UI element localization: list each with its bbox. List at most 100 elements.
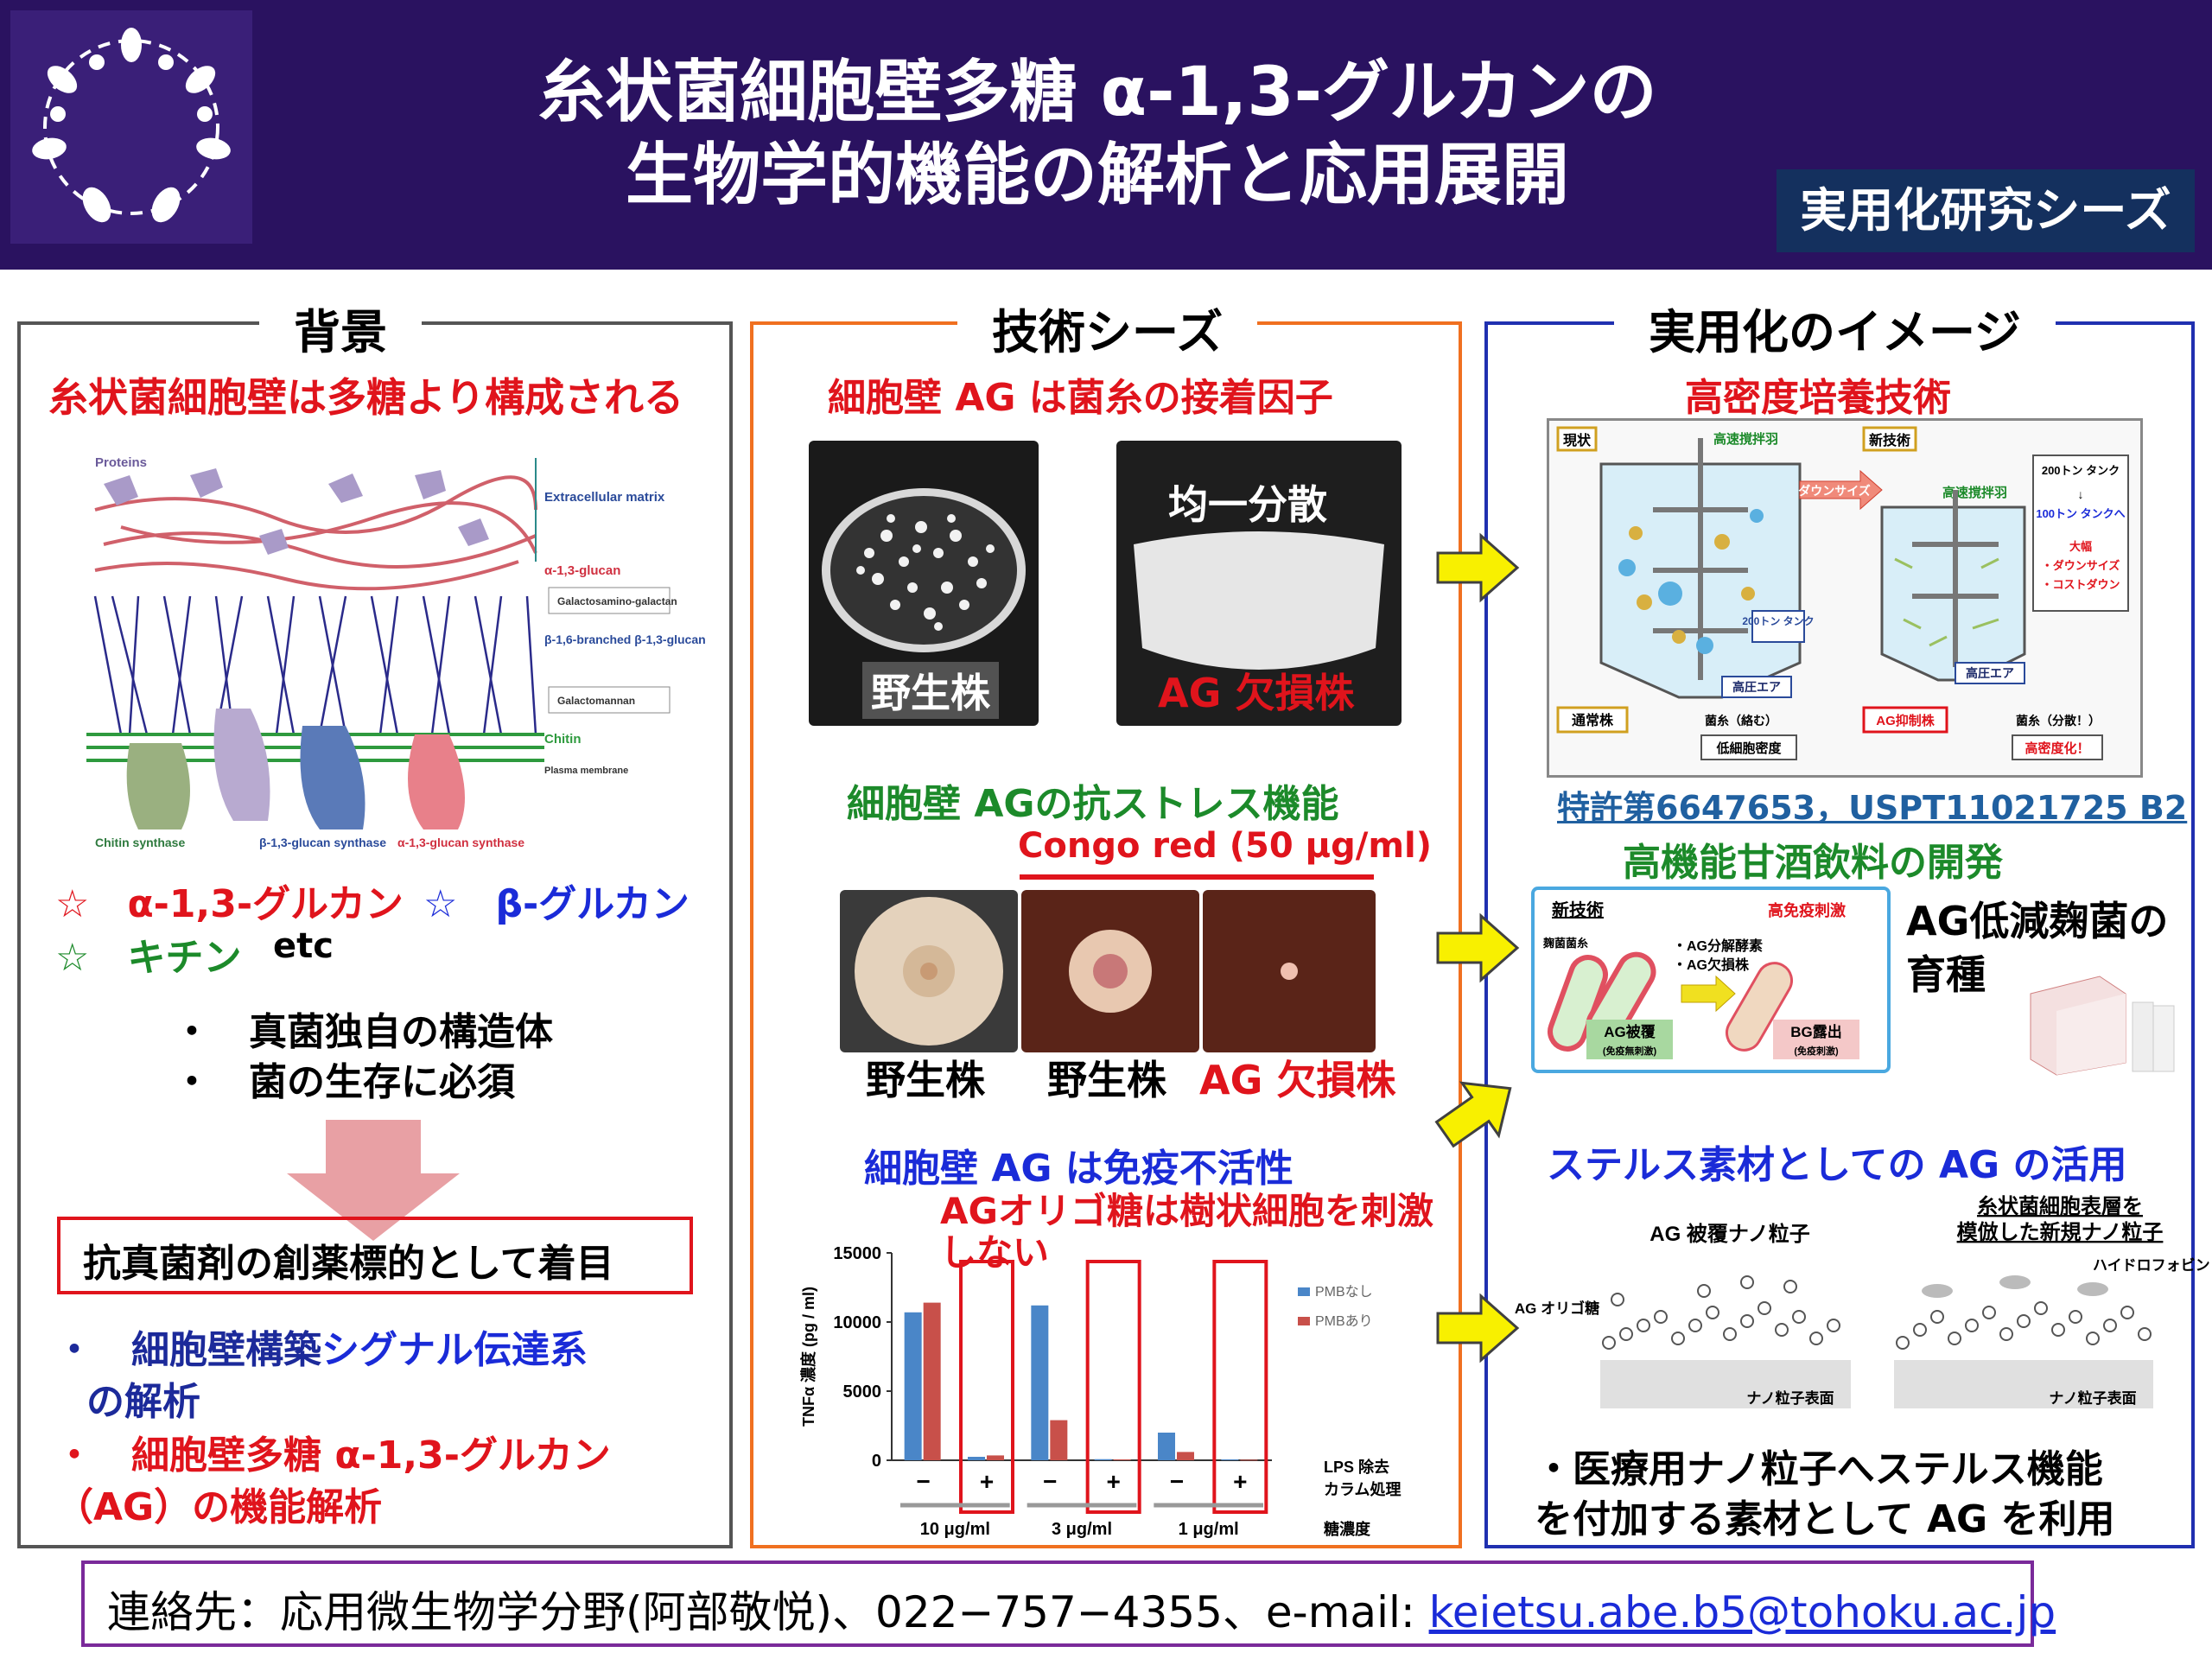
np-ag-oligo: AG オリゴ糖 [1515,1300,1599,1317]
title-line-1: 糸状菌細胞壁多糖 α-1,3-グルカンの [537,54,1657,131]
chart-lps-label: + [1233,1468,1247,1495]
label-alpha-synthase: α-1,3-glucan synthase [397,836,524,849]
chart-bar [1177,1452,1194,1460]
note-100t: 100トン タンクへ [2036,507,2125,520]
item1-line2: の解析 [86,1380,200,1424]
practical-section3-title: ステルス素材としての AG の活用 [1547,1143,2127,1187]
label-tangled: 菌糸（絡む） [1705,714,1777,728]
chart-bar [1158,1433,1175,1460]
immune-note: AGオリゴ糖は樹状細胞を刺激しない [940,1190,1433,1274]
contact-text: 連絡先：応用微生物学分野(阿部敬悦)、022−757−4355、e-mail: [107,1587,1429,1637]
koji-enzyme: ・AG分解酵素 [1673,938,1763,954]
chart-bar [968,1457,985,1460]
patent-number: 特許第6647653，USPT11021725 B2 [1557,789,2188,827]
chart-legend-label: PMBあり [1315,1313,1373,1329]
item2-line1: ・ 細胞壁多糖 α-1,3-グルカン [55,1433,611,1478]
chart-bar [1113,1459,1131,1461]
koji-high-immune: 高免疫刺激 [1768,901,1846,919]
chart-lps-label: − [1043,1468,1057,1495]
cell-wall-diagram: Proteins Extracellular matrix α-1,3-gluc… [86,449,706,855]
item2-line2: （AG）の機能解析 [55,1485,383,1529]
note-arrow: ↓ [2078,487,2084,501]
np-new-line2: 模倣した新規ナノ粒子 [1957,1220,2164,1244]
koji-deficient: ・AG欠損株 [1673,957,1750,973]
chart-highlight-box [1085,1260,1141,1514]
label-beta16: β-1,6-branched β-1,3-glucan [544,632,706,646]
university-logo [10,10,252,244]
chart-conc-label: 10 μg/ml [920,1520,990,1539]
chart-bar [923,1302,941,1460]
chart-lps-row-label-2: カラム処理 [1324,1480,1401,1498]
note-costdown: ・コストダウン [2041,578,2120,591]
label-alpha13: α-1,3-glucan [544,563,620,578]
label-dispersed: 菌糸（分散！） [2016,714,2101,728]
bg-expose-label: BG露出 [1790,1023,1842,1040]
practical-section2-title: 高機能甘酒飲料の開発 [1623,841,2003,885]
bg-expose-sub: (免疫刺激) [1794,1045,1839,1057]
chart-bar [1221,1459,1239,1461]
chart-highlight-box [1212,1260,1268,1514]
label-ag-deficient-2: AG 欠損株 [1199,1057,1396,1103]
title-line-2: 生物学的機能の解析と応用展開 [625,137,1569,214]
chart-highlight-box [959,1260,1014,1514]
label-stirrer-1: 高速撹拌羽 [1713,431,1778,447]
contact-email-link[interactable]: keietsu.abe.b5@tohoku.ac.jp [1428,1587,2056,1637]
label-normal-strain: 通常株 [1572,712,1614,728]
tech-section2-title: 細胞壁 AGの抗ストレス機能 [847,782,1339,826]
label-wild-type-1: 野生株 [862,662,999,719]
nanoparticle-diagram: AG 被覆ナノ粒子 糸状菌細胞表層を 模倣した新規ナノ粒子 AG オリゴ糖 ハイ… [1515,1187,2210,1417]
practical-section1-title: 高密度培養技術 [1685,376,1951,420]
seeds-badge: 実用化研究シーズ [1777,169,2195,252]
label-wild-type-3: 野生株 [1047,1057,1166,1103]
label-air-2: 高圧エア [1966,666,2014,680]
label-stirrer-2: 高速撹拌羽 [1942,485,2007,500]
legend-etc: etc [273,926,334,966]
item1-prefix: ・ 細胞壁構築 [55,1328,321,1372]
note-big: 大幅 [2069,540,2092,553]
label-downsize: ダウンサイズ [1798,484,1871,498]
np-new-line1: 糸状菌細胞表層を [1977,1194,2143,1218]
label-low-density: 低細胞密度 [1715,741,1782,756]
photo-wild-type-flask [809,441,1039,726]
target-box-text: 抗真菌剤の創薬標的として着目 [83,1242,614,1286]
chart-legend-swatch [1298,1317,1310,1325]
chart-conc-label: 1 μg/ml [1179,1520,1239,1539]
ag-cover-label: AG被覆 [1604,1023,1656,1040]
legend-chitin: ☆ キチン [55,936,242,980]
np-ag-coated: AG 被覆ナノ粒子 [1649,1222,1809,1246]
label-ag-deficient-1: AG 欠損株 [1158,670,1355,716]
congo-red-label: Congo red (50 μg/ml) [1018,826,1432,866]
koji-diagram: 新技術 高免疫刺激 麹菌菌糸 ・AG分解酵素 ・AG欠損株 AG被覆 (免疫無刺… [1531,887,1891,1073]
label-plasma-membrane: Plasma membrane [544,766,628,776]
chart-lps-label: + [980,1468,994,1495]
point-essential: ・ 菌の生存に必須 [173,1060,515,1104]
chart-legend-swatch [1298,1287,1310,1296]
chart-ytick-label: 10000 [833,1313,881,1332]
np-hydrophobin: ハイドロフォビン [2093,1257,2210,1274]
label-high-density: 高密度化！ [2024,741,2089,756]
yellow-arrow-3 [1434,1068,1521,1154]
chart-lps-label: − [1170,1468,1184,1495]
target-box [57,1217,693,1294]
label-ag-strain: AG抑制株 [1876,713,1936,728]
chart-lps-label: + [1106,1468,1120,1495]
note-downsize: ・ダウンサイズ [2042,559,2120,572]
koji-new-tech: 新技術 [1552,899,1604,920]
background-subtitle: 糸状菌細胞壁は多糖より構成される [48,374,684,421]
label-extracellular: Extracellular matrix [544,490,665,505]
item1-blue: シグナル伝達系 [321,1328,588,1372]
legend-alpha-glucan: ☆ α-1,3-グルカン [55,882,404,926]
chart-bar [1240,1459,1258,1461]
yellow-arrow-4 [1436,1293,1520,1363]
contact-box [81,1560,2034,1647]
tech-section3-title: 細胞壁 AG は免疫不活性 [864,1147,1294,1191]
koji-title-line1: AG低減麹菌の [1906,898,2169,944]
chart-ylabel: TNFα 濃度 (pg / ml) [799,1287,817,1427]
contact-line: 連絡先：応用微生物学分野(阿部敬悦)、022−757−4355、e-mail: … [107,1578,2056,1640]
chart-bar [1094,1459,1112,1460]
chart-ytick-label: 15000 [833,1244,881,1263]
label-new-tech: 新技術 [1869,432,1910,448]
chart-ytick-label: 0 [872,1452,881,1471]
chart-lps-row-label: LPS 除去 [1324,1458,1389,1476]
